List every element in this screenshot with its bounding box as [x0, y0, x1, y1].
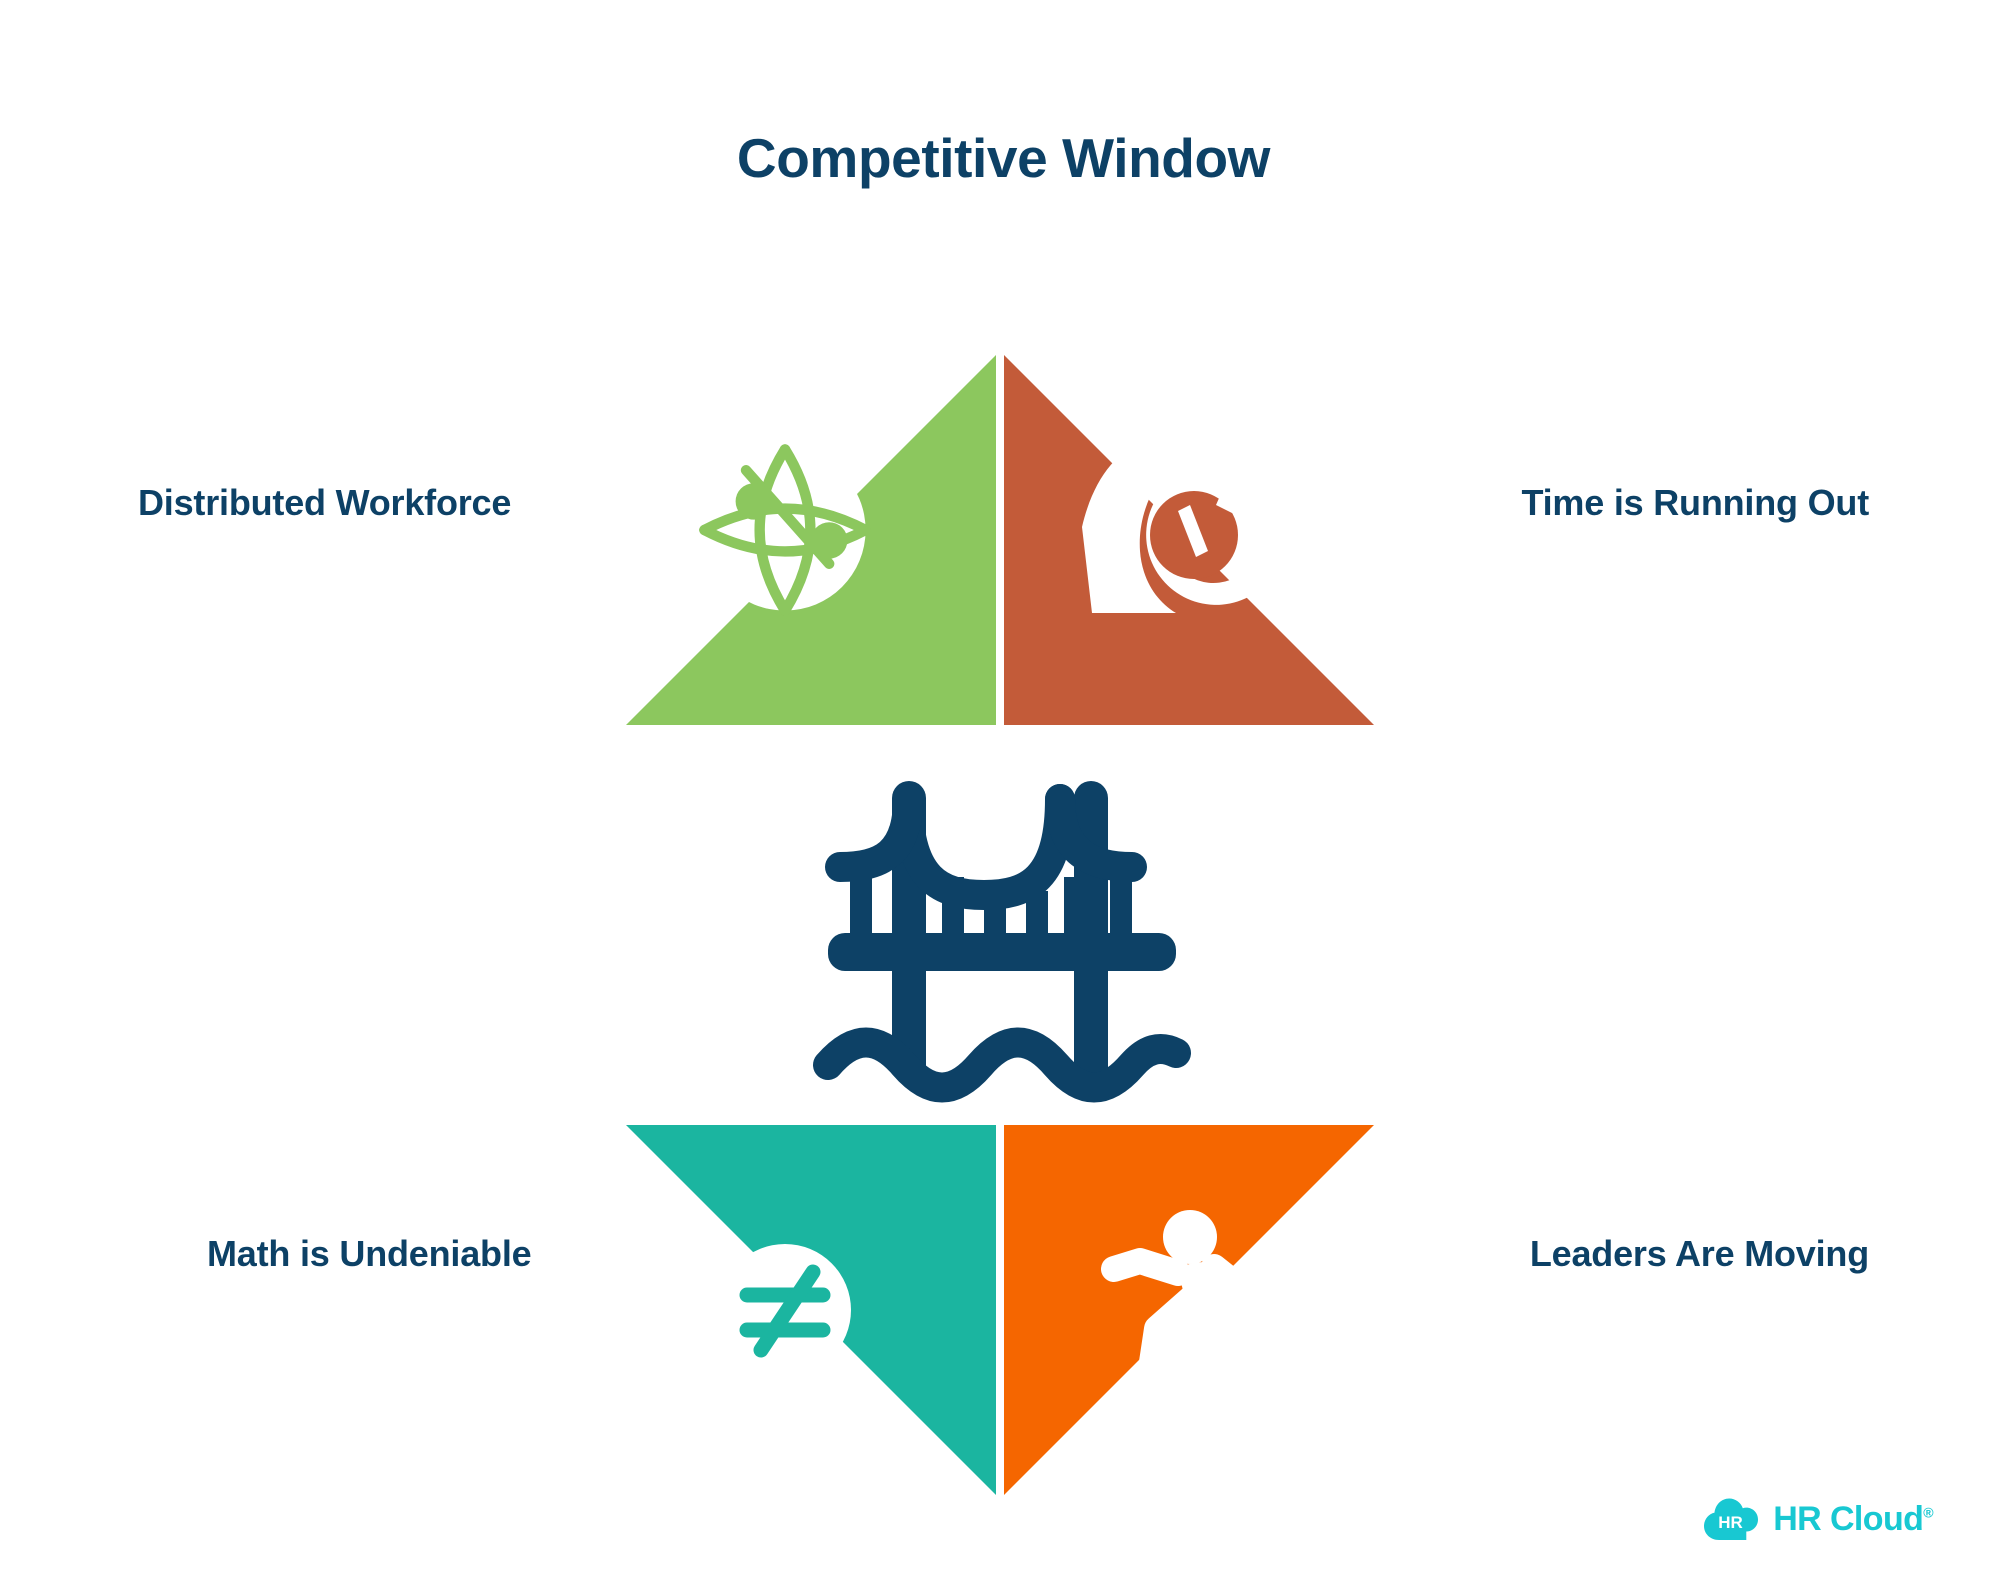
bridge-icon	[813, 781, 1191, 1103]
quadrant-time-is-running-out[interactable]	[1004, 355, 1374, 725]
brand-logo: HR HR Cloud®	[1703, 1497, 1934, 1541]
quadrant-leaders-are-moving[interactable]	[1004, 1125, 1374, 1495]
globe-network-icon	[699, 444, 871, 616]
diamond-diagram	[430, 355, 1570, 1495]
brand-name-text: HR Cloud	[1773, 1499, 1924, 1538]
registered-trademark-symbol: ®	[1923, 1504, 1933, 1521]
quadrant-distributed-workforce[interactable]	[626, 355, 996, 725]
svg-text:HR: HR	[1718, 1513, 1743, 1532]
running-person-icon	[1101, 1210, 1288, 1383]
page-title: Competitive Window	[736, 127, 1271, 189]
quadrant-label-distributed-workforce: Distributed Workforce	[138, 482, 512, 523]
brand-name: HR Cloud®	[1773, 1500, 1933, 1539]
hr-cloud-mark-icon: HR	[1704, 1498, 1759, 1540]
quadrant-label-math-is-undeniable: Math is Undeniable	[207, 1233, 532, 1274]
not-equal-icon	[719, 1244, 851, 1376]
quadrant-label-time-is-running-out: Time is Running Out	[1521, 482, 1869, 523]
quadrant-math-is-undeniable[interactable]	[626, 1125, 996, 1495]
hand-holding-stopwatch-icon	[1082, 438, 1324, 613]
quadrant-label-leaders-are-moving: Leaders Are Moving	[1529, 1233, 1869, 1274]
